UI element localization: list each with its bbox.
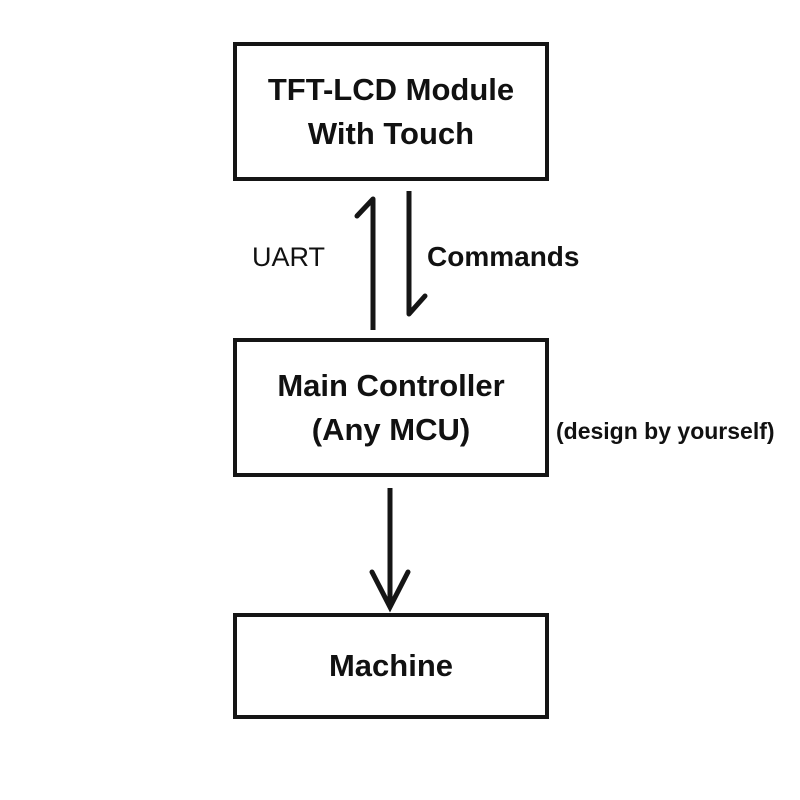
edge-commands-downlink-arrow xyxy=(406,191,428,317)
node-tft-lcd-module-line2: With Touch xyxy=(307,115,475,151)
node-tft-lcd-module-line1: TFT-LCD Module xyxy=(267,71,515,107)
annotation-design-note: (design by yourself) xyxy=(556,418,775,444)
machine-arrowhead xyxy=(369,569,411,613)
node-tft-lcd-module[interactable]: TFT-LCD Module With Touch xyxy=(233,42,549,181)
node-main-controller[interactable]: Main Controller (Any MCU) xyxy=(233,338,549,477)
uart-arrowhead xyxy=(354,196,376,219)
node-main-controller-line1: Main Controller xyxy=(277,367,505,403)
edge-uart-uplink-arrow xyxy=(354,196,376,330)
edge-label-commands: Commands xyxy=(427,241,580,272)
node-main-controller-line2: (Any MCU) xyxy=(311,411,471,447)
edge-label-uart: UART xyxy=(252,242,326,272)
node-machine-line1: Machine xyxy=(328,648,454,684)
node-machine[interactable]: Machine xyxy=(233,613,549,719)
commands-arrowhead xyxy=(406,293,428,317)
edge-controller-to-machine-arrow xyxy=(369,488,411,613)
